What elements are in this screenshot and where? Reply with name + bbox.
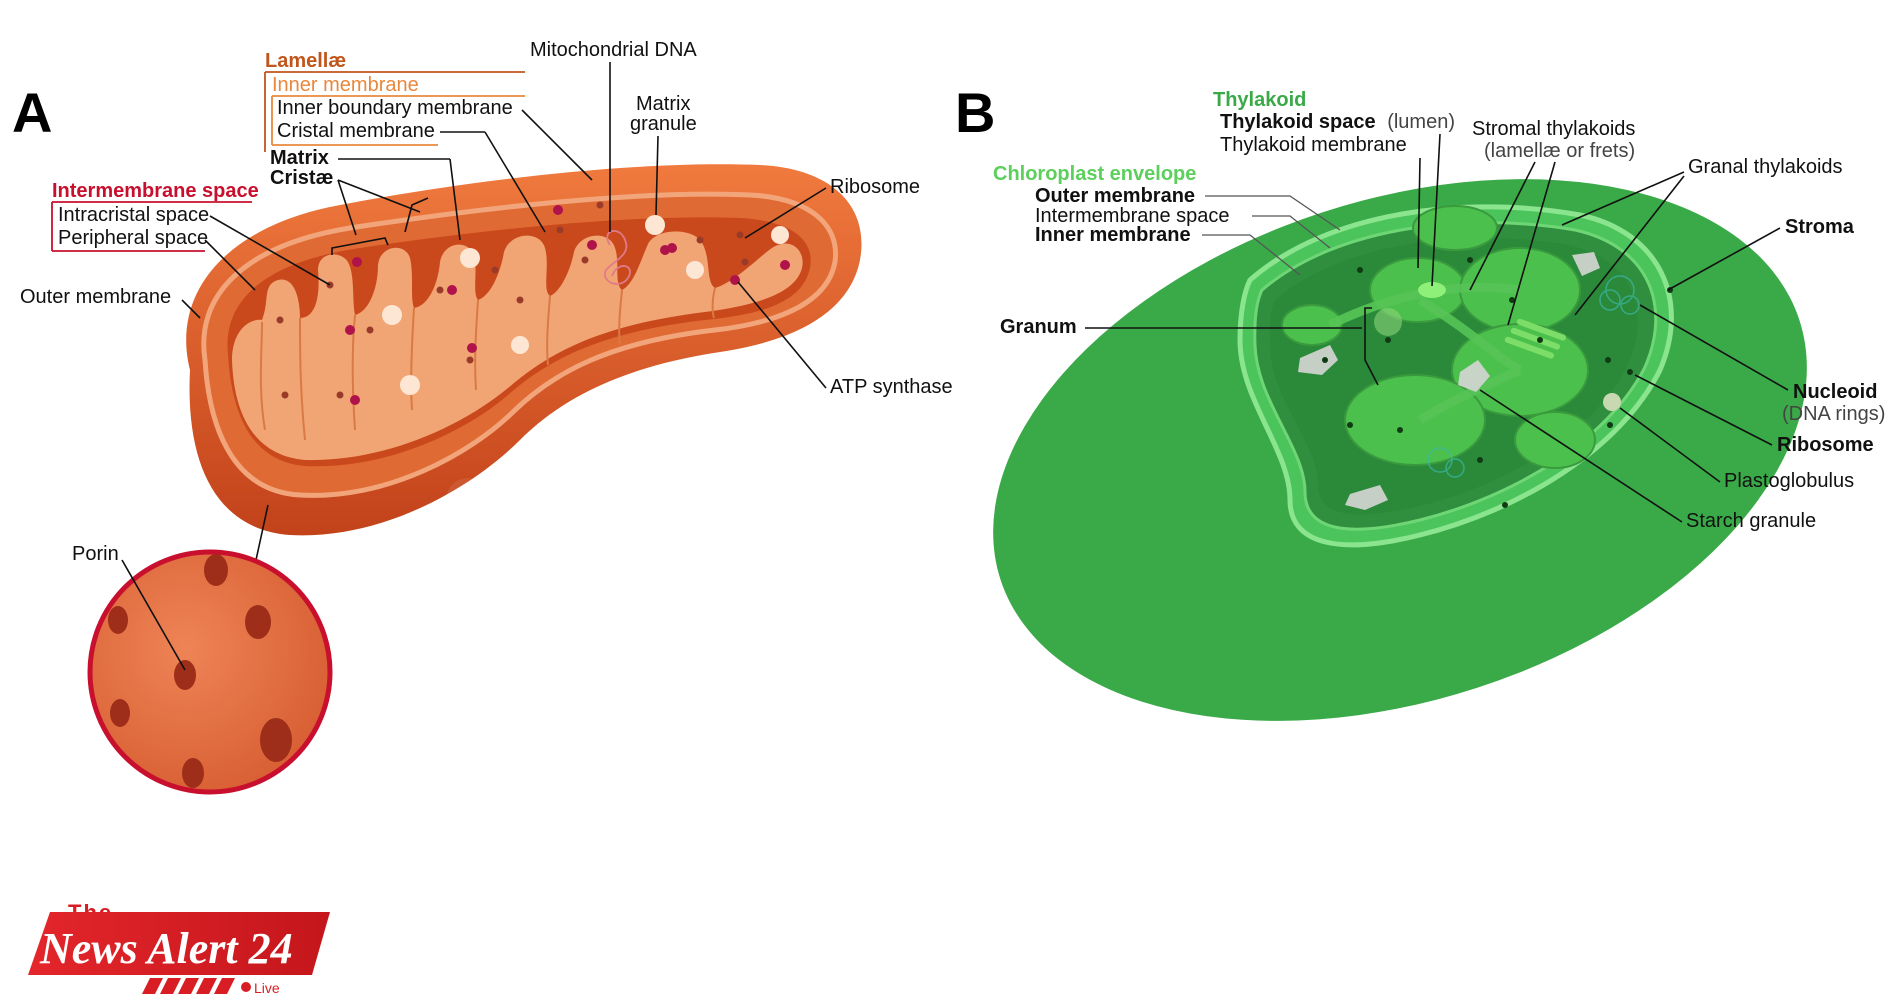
label-intermembrane-space-a: Intermembrane space	[52, 180, 259, 202]
label-matrix: Matrix	[270, 147, 329, 169]
label-thylakoid-membrane: Thylakoid membrane	[1220, 134, 1407, 156]
matrix-granules	[382, 215, 789, 395]
label-mitochondrial-dna: Mitochondrial DNA	[530, 39, 697, 61]
label-matrix-granule-2: granule	[630, 113, 697, 135]
label-stromal-thylakoids-note: (lamellæ or frets)	[1484, 140, 1635, 162]
label-peripheral-space: Peripheral space	[58, 227, 208, 249]
label-ribosome-a: Ribosome	[830, 176, 920, 198]
logo-banner	[28, 912, 330, 975]
label-inner-membrane-b: Inner membrane	[1035, 224, 1191, 246]
news-alert-logo: The News Alert 24 Live	[28, 900, 330, 996]
logo-chevrons	[142, 978, 235, 994]
label-thylakoid-space-note: (lumen)	[1387, 111, 1455, 133]
panel-b-labels: Thylakoid Thylakoid space (lumen) Thylak…	[993, 89, 1885, 532]
label-thylakoid-space-main: Thylakoid space	[1220, 111, 1376, 133]
label-porin: Porin	[72, 543, 119, 565]
panel-a-labels: Mitochondrial DNA Matrix granule Ribosom…	[20, 39, 953, 671]
label-nucleoid-note: (DNA rings)	[1782, 403, 1885, 425]
ribosome-dots	[276, 201, 749, 399]
label-outer-membrane-b: Outer membrane	[1035, 185, 1195, 207]
plastoglobulus	[1603, 393, 1621, 411]
porin-inset	[87, 549, 333, 795]
label-granal-thylakoids: Granal thylakoids	[1688, 156, 1843, 178]
cristae-ridge-lines	[259, 287, 716, 441]
panel-letter-b: B	[955, 81, 995, 144]
label-starch-granule: Starch granule	[1686, 510, 1816, 532]
chloroplast-figure	[993, 179, 1807, 721]
porin-membrane-circle	[87, 549, 333, 795]
logo-live: Live	[254, 980, 280, 996]
label-thylakoid-space: Thylakoid space (lumen)	[1220, 111, 1455, 133]
mitochondrion-figure	[186, 164, 862, 536]
label-chloroplast-envelope: Chloroplast envelope	[993, 163, 1196, 185]
starch-granules	[1298, 252, 1600, 510]
label-inner-membrane-a: Inner membrane	[272, 74, 419, 96]
label-lamellae: Lamellæ	[265, 50, 346, 72]
porin-connector	[255, 504, 269, 561]
nucleoid-rings	[1427, 275, 1640, 478]
logo-name: News Alert 24	[39, 924, 293, 973]
porin-pores	[108, 554, 292, 788]
label-atp-synthase: ATP synthase	[830, 376, 953, 398]
label-cristal-membrane: Cristal membrane	[277, 120, 435, 142]
label-cristae: Cristæ	[270, 167, 333, 189]
stromal-thylakoid-bridges	[1327, 282, 1523, 424]
logo-live-dot	[241, 982, 251, 992]
label-inner-boundary-membrane: Inner boundary membrane	[277, 97, 513, 119]
granum-highlight-disks	[1504, 318, 1567, 359]
label-nucleoid: Nucleoid	[1793, 381, 1877, 403]
label-plastoglobulus: Plastoglobulus	[1724, 470, 1854, 492]
label-stromal-thylakoids: Stromal thylakoids	[1472, 118, 1635, 140]
panel-letter-a: A	[12, 81, 52, 144]
label-granum: Granum	[1000, 316, 1077, 338]
label-thylakoid: Thylakoid	[1213, 89, 1306, 111]
atp-synthase-marks	[345, 205, 790, 405]
label-ribosome-b: Ribosome	[1777, 434, 1874, 456]
label-intracristal-space: Intracristal space	[58, 204, 209, 226]
label-outer-membrane-a: Outer membrane	[20, 286, 171, 308]
label-intermembrane-space-b: Intermembrane space	[1035, 205, 1230, 227]
label-stroma: Stroma	[1785, 216, 1855, 238]
label-matrix-granule-1: Matrix	[636, 93, 690, 115]
mitochondrial-dna-loop	[604, 230, 631, 285]
